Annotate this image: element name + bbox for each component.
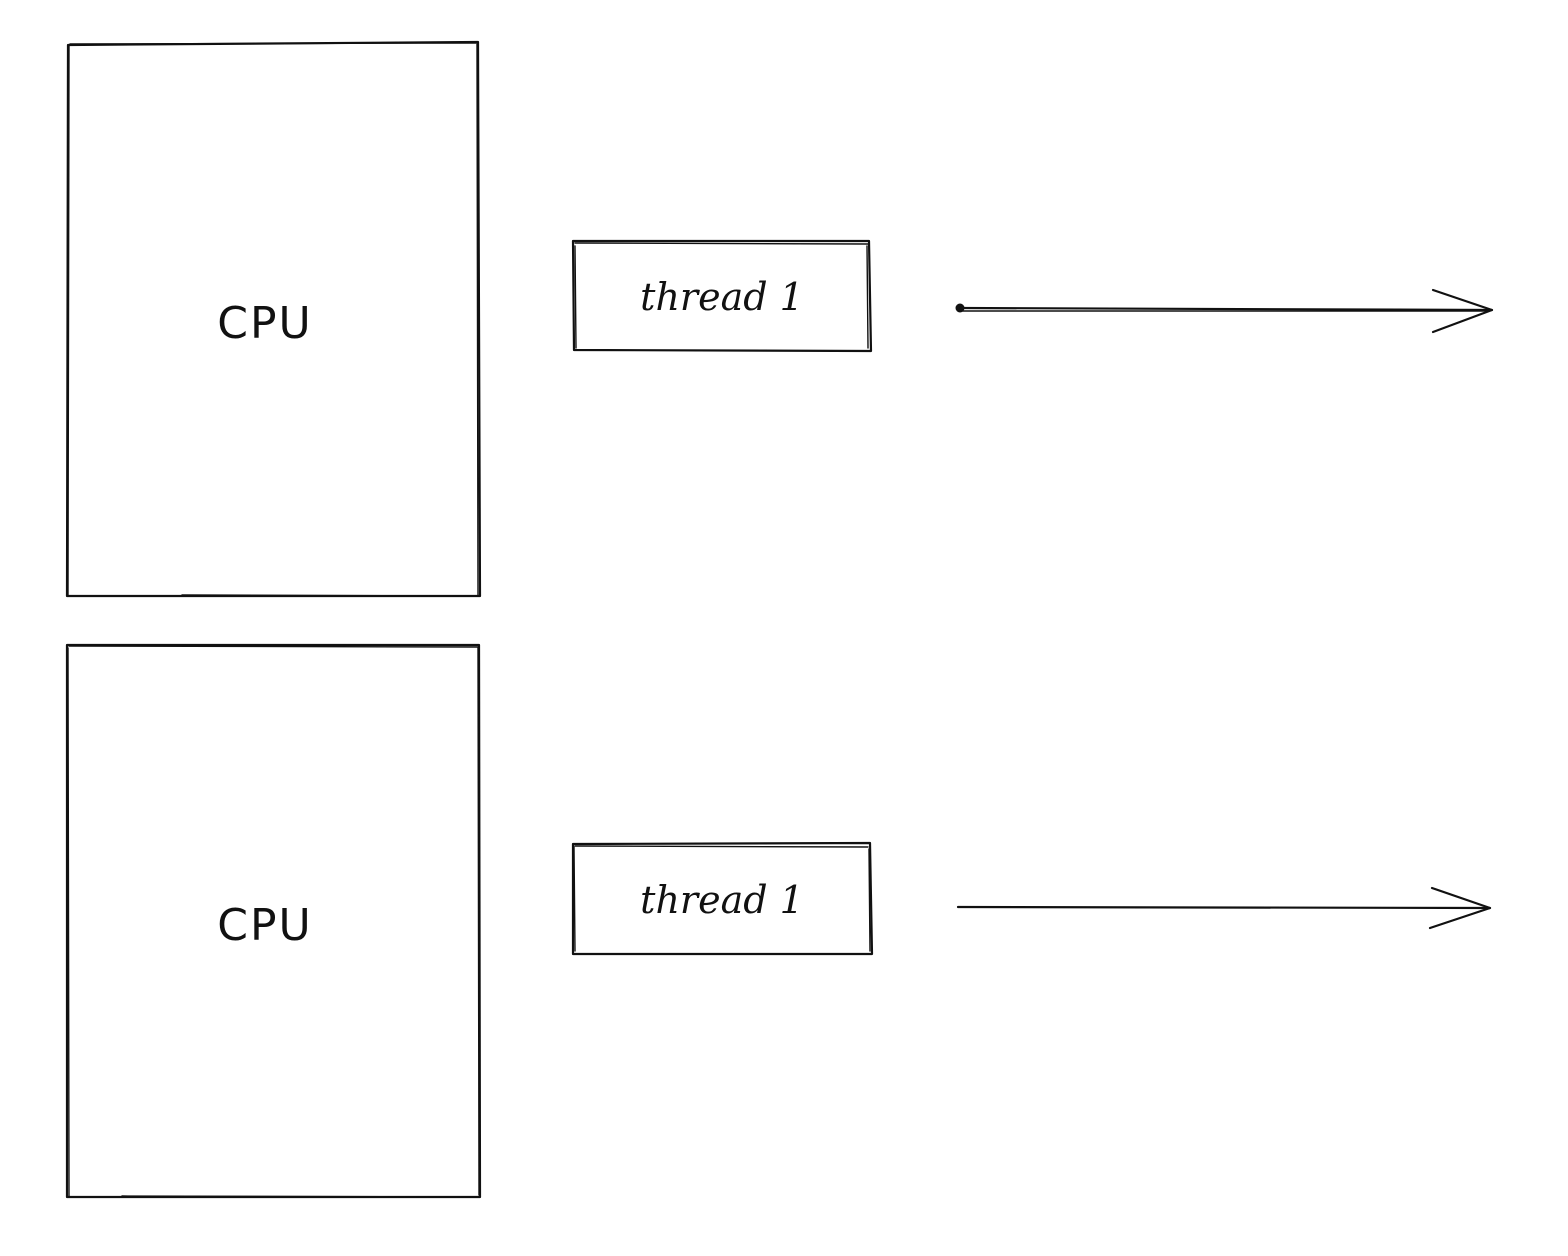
timeline-arrow: [955, 288, 1494, 334]
row-1: CPU thread 1: [65, 40, 1494, 598]
cpu-label: CPU: [217, 900, 312, 951]
cpu-box[interactable]: CPU: [65, 40, 482, 598]
cpu-box[interactable]: CPU: [65, 643, 482, 1199]
thread-box[interactable]: thread 1: [571, 841, 874, 956]
thread-label: thread 1: [640, 878, 804, 922]
row-2: CPU thread 1: [65, 643, 1492, 1199]
thread-label: thread 1: [640, 275, 804, 319]
timeline-arrow: [956, 886, 1492, 930]
thread-box[interactable]: thread 1: [571, 239, 873, 353]
cpu-label: CPU: [217, 298, 312, 349]
